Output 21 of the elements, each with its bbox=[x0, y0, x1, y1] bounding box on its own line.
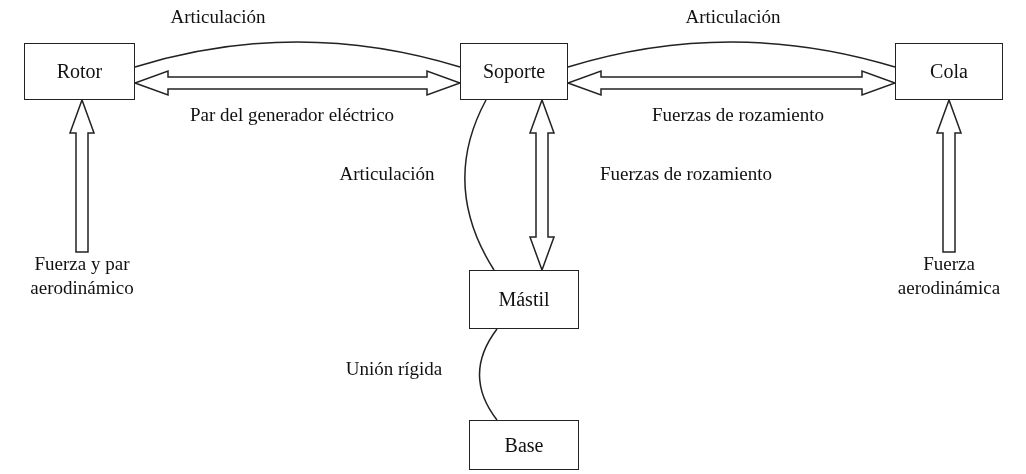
component-box bbox=[469, 420, 579, 470]
component-name: Soporte bbox=[482, 60, 546, 83]
force-label: Fuerza aerodinámica bbox=[889, 252, 1009, 304]
joint-line bbox=[478, 328, 498, 421]
component-name: Cola bbox=[930, 60, 968, 83]
force-label: Fuerza y par aerodinámico bbox=[7, 252, 157, 304]
double-arrow bbox=[565, 69, 898, 97]
joint-line bbox=[567, 41, 896, 68]
double-arrow bbox=[68, 97, 96, 253]
joint-line bbox=[134, 41, 461, 68]
joint-line bbox=[464, 99, 495, 271]
component-name: Base bbox=[504, 433, 544, 457]
component-box bbox=[460, 43, 568, 100]
double-arrow bbox=[132, 69, 463, 97]
component-box bbox=[895, 43, 1003, 100]
double-arrow bbox=[528, 97, 556, 273]
component-box bbox=[469, 270, 579, 329]
component-name: Mástil bbox=[498, 288, 550, 311]
double-arrow bbox=[935, 97, 963, 253]
component-box bbox=[24, 43, 135, 100]
component-name: Rotor bbox=[56, 60, 103, 83]
